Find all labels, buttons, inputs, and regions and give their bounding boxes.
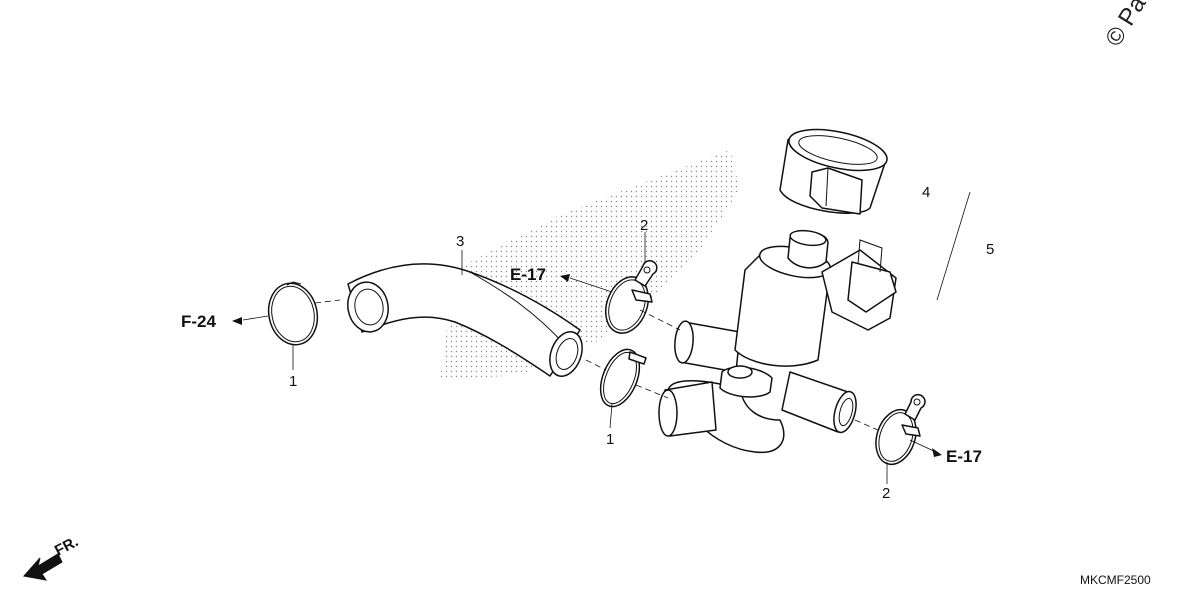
reference-arrows — [232, 274, 942, 457]
callout-1-middle: 1 — [606, 431, 614, 448]
callout-1-left: 1 — [289, 373, 297, 390]
front-direction-indicator: FR. — [23, 533, 81, 581]
ref-e17-top[interactable]: E-17 — [510, 265, 546, 284]
front-arrow-icon — [23, 553, 63, 581]
watermark-text: © Pa — [1100, 0, 1152, 51]
hose-clamp-left[interactable] — [263, 279, 323, 350]
rubber-cap[interactable] — [779, 122, 891, 215]
drawing-code: MKCMF2500 — [1080, 573, 1151, 587]
ref-e17-bottom[interactable]: E-17 — [946, 447, 982, 466]
callout-5: 5 — [986, 241, 994, 258]
solenoid-valve-assembly[interactable] — [658, 229, 897, 454]
callout-2-top: 2 — [640, 217, 648, 234]
callout-3: 3 — [456, 233, 464, 250]
hose-clamp-middle[interactable] — [593, 344, 647, 412]
callout-2-bottom: 2 — [882, 485, 890, 502]
ref-f24[interactable]: F-24 — [181, 312, 217, 331]
water-hose[interactable] — [344, 263, 588, 381]
spring-clip-top[interactable] — [598, 260, 658, 339]
spring-clip-bottom[interactable] — [869, 393, 926, 470]
callout-4: 4 — [922, 184, 930, 201]
